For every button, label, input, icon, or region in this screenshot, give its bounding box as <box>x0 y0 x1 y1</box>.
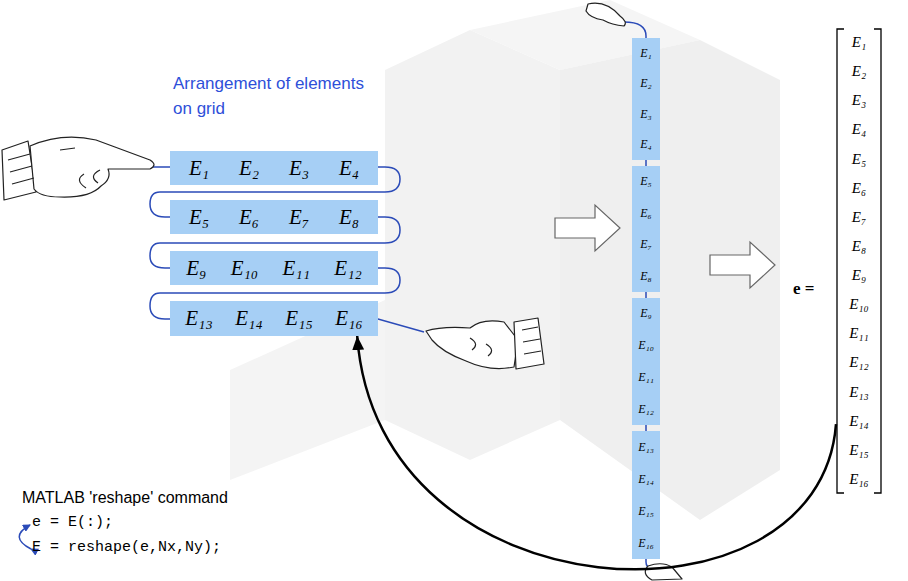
element-label: E₉ <box>640 306 652 321</box>
grid-caption: Arrangement of elements on grid <box>173 72 383 121</box>
element-label: E₁₄ <box>638 472 654 487</box>
element-label: E₁₄ <box>849 413 869 430</box>
element-label: E₁₃ <box>185 306 212 331</box>
column-segment: E₁ E₂ E₃ E₄ <box>632 38 660 160</box>
element-label: E₃ <box>640 107 652 122</box>
code-line: e = E(:); <box>32 514 113 531</box>
watermark-block <box>230 300 385 480</box>
element-label: E₁ <box>189 156 209 181</box>
element-label: E₈ <box>339 205 359 230</box>
hand <box>30 137 154 197</box>
hand-lines <box>470 327 541 356</box>
element-label: E₄ <box>640 137 652 152</box>
element-label: E₁₂ <box>638 402 654 417</box>
element-label: E₅ <box>640 174 652 189</box>
element-label: E₁₀ <box>849 296 869 313</box>
column-segment: E₉ E₁₀ E₁₁ E₁₂ <box>632 298 660 425</box>
element-label: E₆ <box>239 205 259 230</box>
element-label: E₁₆ <box>638 536 654 551</box>
hand-cuff <box>514 318 544 369</box>
column-vector: E₁ E₂ E₃ E₄ E₅ E₆ E₇ E₈ E₉ E₁₀ E₁₁ E₁₂ E₁₃ E₁₄ E₁₅ E₁₆ <box>836 28 882 494</box>
element-label: E₆ <box>852 180 866 197</box>
element-label: E₁₃ <box>849 384 869 401</box>
column-segment: E₁₃ E₁₄ E₁₅ E₁₆ <box>632 431 660 559</box>
element-label: E₁₄ <box>235 306 262 331</box>
grid-row: E₅ E₆ E₇ E₈ <box>170 200 378 234</box>
hollow-arrow <box>710 242 775 288</box>
element-label: E₉ <box>186 256 206 281</box>
hand <box>426 321 518 369</box>
code-line: E = reshape(e,Nx,Ny); <box>32 539 221 556</box>
element-label: E₇ <box>852 209 866 226</box>
element-label: E₄ <box>852 121 866 138</box>
element-label: E₃ <box>852 92 866 109</box>
element-label: E₈ <box>640 269 652 284</box>
watermark-block <box>385 30 560 460</box>
element-label: E₁ <box>852 34 866 51</box>
element-label: E₁₁ <box>849 325 869 342</box>
element-label: E₉ <box>852 267 866 284</box>
hollow-arrow <box>555 205 620 251</box>
element-label: E₂ <box>640 76 652 91</box>
vector-name: e = <box>793 279 814 299</box>
grid-row: E₉ E₁₀ E₁₁ E₁₂ <box>170 251 378 285</box>
grid-row: E₁ E₂ E₃ E₄ <box>170 151 378 185</box>
hollow-arrows <box>555 205 775 288</box>
element-label: E₇ <box>640 237 652 252</box>
element-label: E₁₆ <box>335 306 362 331</box>
hand <box>586 3 625 26</box>
element-label: E₆ <box>640 206 652 221</box>
element-label: E₁₃ <box>638 440 654 455</box>
element-label: E₁₂ <box>849 354 869 371</box>
element-label: E₂ <box>852 63 866 80</box>
grid-row: E₁₃ E₁₄ E₁₅ E₁₆ <box>170 301 378 336</box>
element-label: E₃ <box>289 156 309 181</box>
element-label: E₁₅ <box>638 504 654 519</box>
element-label: E₁₅ <box>849 442 869 459</box>
grid-thread <box>150 167 424 332</box>
element-label: E₄ <box>339 156 359 181</box>
element-label: E₁₂ <box>334 256 361 281</box>
code-heading: MATLAB 'reshape' command <box>22 489 228 507</box>
bracket-line <box>837 29 881 493</box>
element-label: E₇ <box>289 205 309 230</box>
element-label: E₁₁ <box>283 256 310 281</box>
hand-lines <box>8 148 100 188</box>
thread <box>150 22 652 568</box>
element-label: E₁₀ <box>231 256 258 281</box>
element-label: E₅ <box>189 205 209 230</box>
element-label: E₂ <box>239 156 259 181</box>
element-label: E₁₁ <box>638 370 654 385</box>
element-label: E₁ <box>640 46 652 61</box>
hands <box>2 3 682 580</box>
element-label: E₁₅ <box>285 306 312 331</box>
column-segment: E₅ E₆ E₇ E₈ <box>632 166 660 292</box>
element-label: E₈ <box>852 238 866 255</box>
watermark-block <box>560 40 780 520</box>
element-label: E₁₀ <box>638 338 654 353</box>
curved-arrow <box>357 336 836 569</box>
element-label: E₁₆ <box>849 471 869 488</box>
element-label: E₅ <box>852 151 866 168</box>
code-arrow <box>19 525 31 549</box>
